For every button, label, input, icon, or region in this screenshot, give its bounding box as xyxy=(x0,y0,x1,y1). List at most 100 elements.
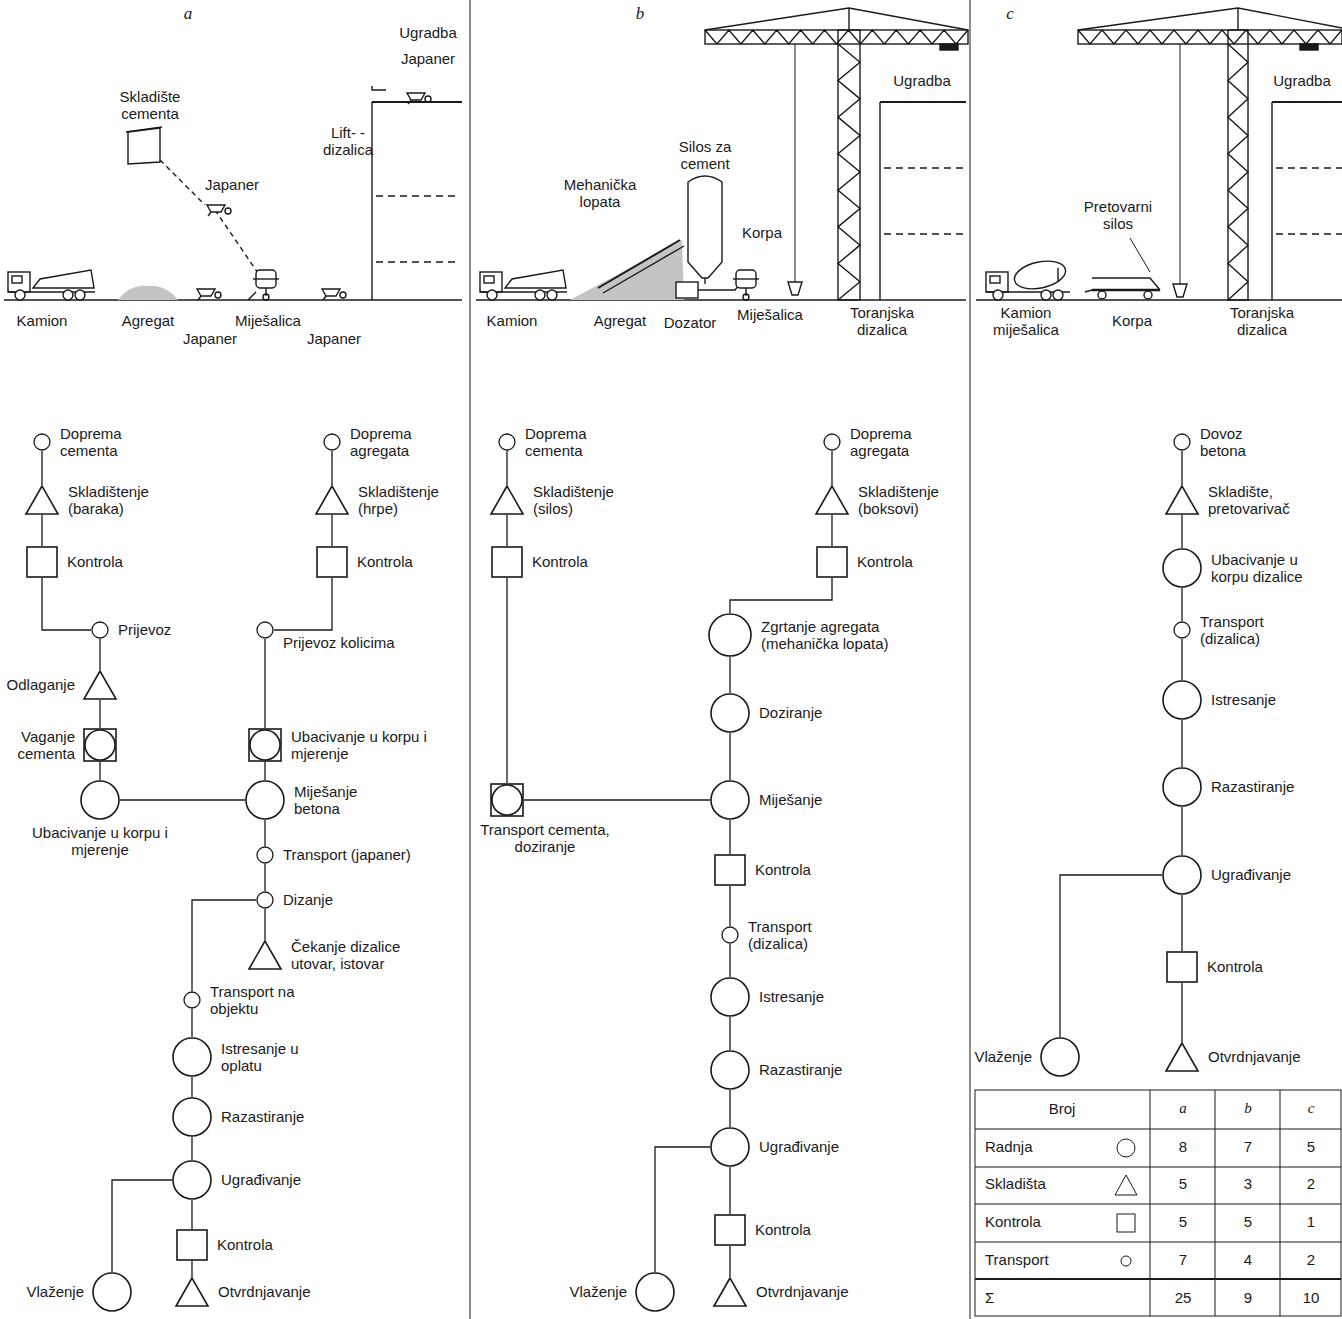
storage-triangle: Skladištenje (boksovi) xyxy=(815,485,849,515)
building xyxy=(376,195,460,196)
illustration xyxy=(407,93,431,104)
transport-circle xyxy=(257,892,273,908)
table-cell: 10 xyxy=(1283,1289,1339,1306)
illustration xyxy=(322,289,346,300)
operation-circle: Miješanje xyxy=(710,780,750,820)
operation-circle xyxy=(1162,548,1202,588)
operation-circle xyxy=(711,978,749,1016)
control-square xyxy=(715,1215,745,1245)
flow-line xyxy=(1181,451,1182,485)
step-label: Otvrdnjavanje xyxy=(1208,1048,1338,1065)
operation-circle xyxy=(1163,549,1201,587)
storage-triangle: Skladištenje (silos) xyxy=(490,485,524,515)
truck xyxy=(487,290,497,300)
table-cell: 5 xyxy=(1283,1138,1339,1155)
flow-line xyxy=(524,799,710,800)
tower-crane xyxy=(940,44,958,50)
building xyxy=(1271,102,1272,300)
cement-silo xyxy=(688,176,722,284)
operation-circle xyxy=(173,1161,211,1199)
flow-line xyxy=(41,451,42,485)
storage-triangle xyxy=(490,485,524,515)
mixer xyxy=(265,288,266,296)
storage-triangle xyxy=(84,671,116,699)
flow-line xyxy=(191,1077,192,1097)
operation-circle xyxy=(1162,767,1202,807)
storage-triangle xyxy=(25,485,59,515)
operation-circle xyxy=(635,1272,675,1312)
control-square: Kontrola xyxy=(714,1214,746,1246)
combined-symbol: Transport cementa, doziranje xyxy=(490,783,524,817)
flow-line xyxy=(99,762,100,780)
storage-triangle xyxy=(316,486,348,514)
step-label: Transport na objektu xyxy=(210,983,310,1018)
operation-circle: Ugrađivanje xyxy=(1162,855,1202,895)
transport-circle xyxy=(33,433,51,451)
table-cell: 5 xyxy=(1155,1213,1211,1230)
storage-triangle: Otvrdnjavanje xyxy=(713,1277,747,1307)
combined-symbol: Vaganje cementa xyxy=(83,728,117,762)
table-cell: Kontrola xyxy=(985,1213,1095,1230)
flow-line xyxy=(729,733,730,780)
flow-line xyxy=(191,1137,192,1160)
transport-circle: Transport na objektu xyxy=(183,991,201,1009)
transport-circle xyxy=(324,434,340,450)
part-name: Japaner xyxy=(299,330,369,347)
building xyxy=(372,86,386,90)
transport-circle xyxy=(1173,433,1191,451)
operation-circle xyxy=(246,781,284,819)
transport-circle: Transport (dizalica) xyxy=(1173,621,1191,639)
flow-line xyxy=(655,1147,710,1272)
step-label: Razastiranje xyxy=(759,1061,869,1078)
flow-line xyxy=(1060,875,1162,1037)
operation-circle xyxy=(173,1098,211,1136)
transport-circle: Transport (dizalica) xyxy=(721,926,739,944)
part-name: Japaner xyxy=(175,330,245,347)
truck xyxy=(480,270,567,300)
step-label: Razastiranje xyxy=(1211,778,1321,795)
control-square xyxy=(1167,952,1197,982)
step-label: Kontrola xyxy=(357,553,447,570)
part-name: Ugradba xyxy=(1262,72,1342,89)
flow-line xyxy=(264,762,265,780)
cement-store xyxy=(126,127,162,132)
transport-circle xyxy=(256,891,274,909)
tower-crane xyxy=(848,8,849,30)
truck xyxy=(33,270,94,288)
storage-triangle xyxy=(815,485,849,515)
truck xyxy=(15,290,25,300)
storage-triangle: Čekanje dizalice utovar, istovar xyxy=(248,940,282,970)
illustration xyxy=(788,282,802,295)
building xyxy=(1276,167,1342,168)
mixer xyxy=(248,270,279,300)
table-cell: Σ xyxy=(985,1289,1095,1306)
illustration xyxy=(160,160,205,205)
operation-circle xyxy=(1162,680,1202,720)
count-table xyxy=(975,1204,1341,1205)
step-label: Ubacivanje u korpu i mjerenje xyxy=(25,824,175,859)
transport-circle xyxy=(184,992,200,1008)
operation-circle: Ubacivanje u korpu i mjerenje xyxy=(80,780,120,820)
flow-line xyxy=(729,1167,730,1214)
step-label: Čekanje dizalice utovar, istovar xyxy=(291,938,431,973)
cement-silo xyxy=(688,176,722,278)
aggregate-pile xyxy=(570,240,684,300)
operation-circle xyxy=(711,1128,749,1166)
combined-symbol xyxy=(491,784,523,816)
flow-line xyxy=(729,1246,730,1277)
flow-line xyxy=(506,451,507,485)
step-label: Kontrola xyxy=(217,1236,307,1253)
control-square xyxy=(316,546,348,578)
control-square: Kontrola xyxy=(491,546,523,578)
transport-circle xyxy=(722,927,738,943)
storage-triangle xyxy=(1165,1042,1199,1072)
step-label: Ubacivanje u korpu i mjerenje xyxy=(291,728,441,763)
flow-line xyxy=(729,886,730,926)
transport-circle: Doprema cementa xyxy=(33,433,51,451)
step-label: Kontrola xyxy=(755,861,845,878)
operation-circle: Razastiranje xyxy=(1162,767,1202,807)
part-name: Korpa xyxy=(1102,312,1162,329)
mixer-truck xyxy=(986,272,1008,292)
mixer xyxy=(743,294,749,300)
tower-crane xyxy=(705,30,968,44)
